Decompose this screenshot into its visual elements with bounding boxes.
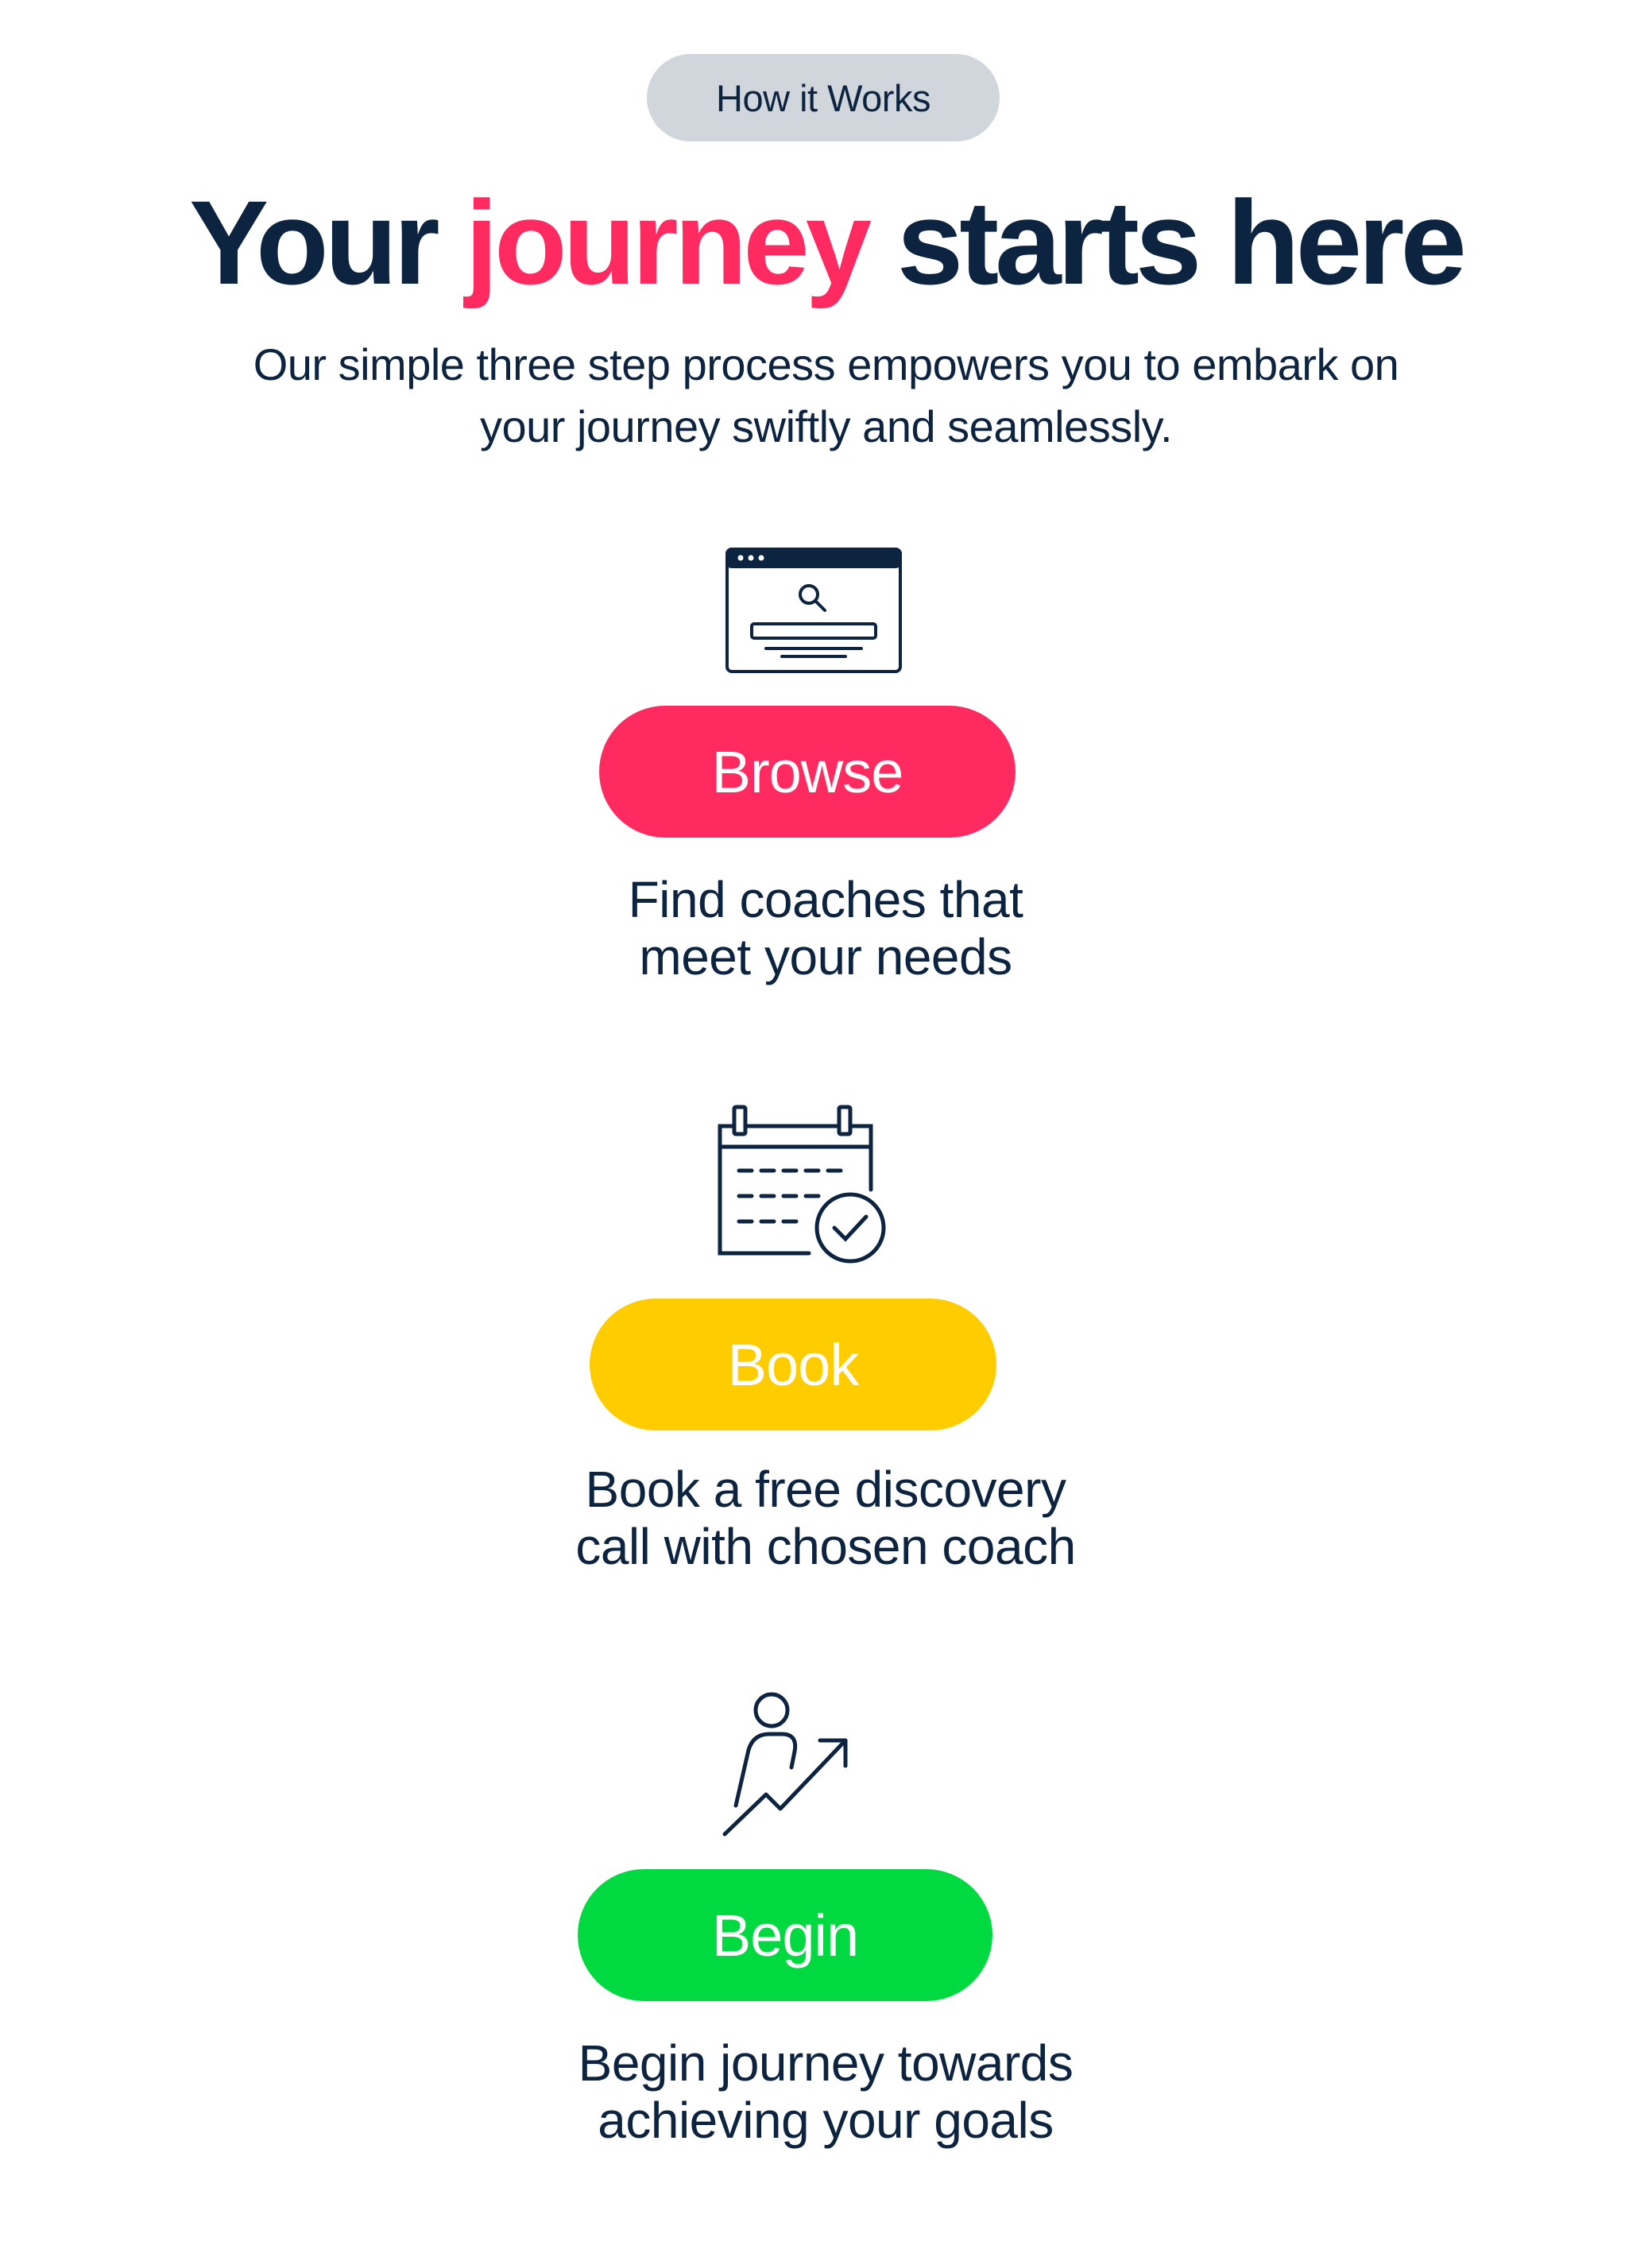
browse-description: Find coaches that meet your needs	[389, 871, 1263, 985]
book-description-line-1: Book a free discovery	[585, 1461, 1066, 1518]
begin-description: Begin journey towards achieving your goa…	[389, 2034, 1263, 2149]
browse-button[interactable]: Browse	[599, 706, 1016, 838]
calendar-check-icon	[714, 1101, 892, 1268]
title-start: Your	[189, 176, 440, 309]
begin-button[interactable]: Begin	[578, 1869, 992, 2001]
book-description-line-2: call with chosen coach	[575, 1518, 1076, 1575]
browse-button-label: Browse	[711, 738, 904, 805]
begin-description-line-1: Begin journey towards	[578, 2034, 1074, 2092]
begin-description-line-2: achieving your goals	[598, 2092, 1054, 2149]
title-accent: journey	[465, 176, 872, 309]
begin-button-label: Begin	[711, 1902, 859, 1968]
title-end: starts here	[896, 176, 1467, 309]
book-button-label: Book	[727, 1331, 860, 1398]
browse-description-line-1: Find coaches that	[628, 871, 1023, 928]
subtitle-line-2: your journey swiftly and seamlessly.	[479, 401, 1173, 451]
book-description: Book a free discovery call with chosen c…	[389, 1461, 1263, 1575]
browser-search-icon	[725, 547, 903, 674]
how-it-works-tag: How it Works	[647, 54, 1000, 141]
person-growth-arrow-icon	[718, 1690, 861, 1837]
page-subtitle: Our simple three step process empowers y…	[159, 334, 1493, 458]
tag-label: How it Works	[716, 76, 930, 119]
subtitle-line-1: Our simple three step process empowers y…	[253, 339, 1399, 389]
book-button[interactable]: Book	[590, 1299, 996, 1430]
browse-description-line-2: meet your needs	[639, 928, 1012, 985]
page-title: Your journey starts here	[0, 171, 1652, 314]
